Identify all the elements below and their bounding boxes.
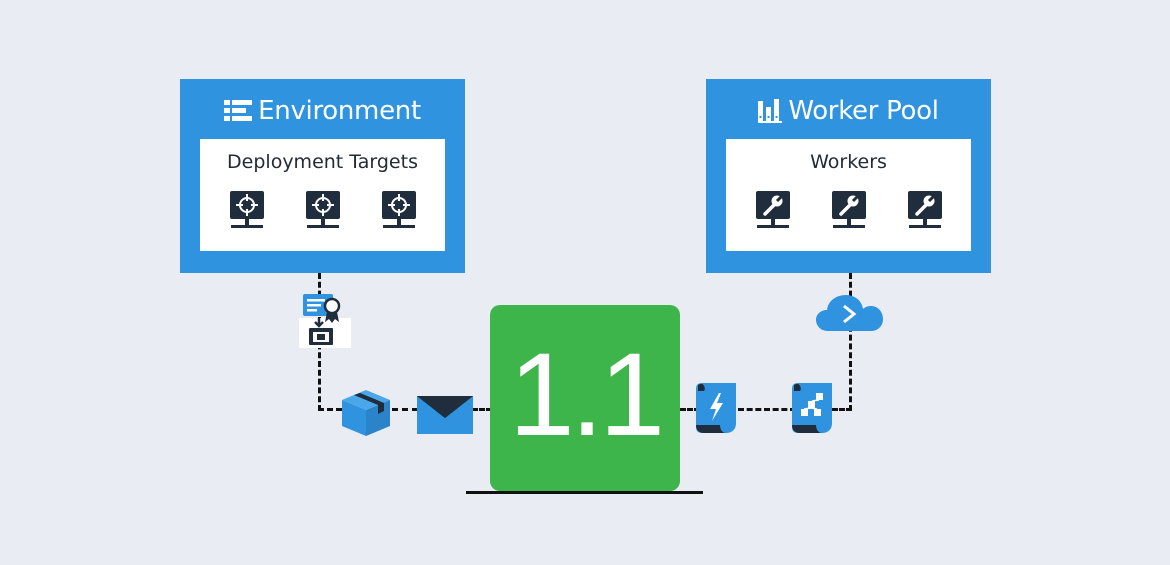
- worker-pool-header: Worker Pool: [706, 93, 991, 129]
- connector-envelope-to-release: [472, 408, 492, 411]
- connector-workerpool-down: [849, 273, 852, 411]
- cloud-terminal-icon: [816, 295, 883, 331]
- environment-title: Environment: [258, 96, 421, 126]
- connector-release-to-script: [680, 408, 700, 411]
- worker-pool-group: Worker Pool Workers: [706, 79, 991, 273]
- connector-environment-to-package: [318, 408, 342, 411]
- environment-group: Environment Deployment Targets: [180, 79, 465, 273]
- deployment-target-icon[interactable]: [229, 190, 265, 232]
- script-tree-icon: [792, 383, 832, 433]
- deployment-target-icon[interactable]: [381, 190, 417, 232]
- deployment-targets-panel: Deployment Targets: [200, 139, 445, 251]
- workers-list: [726, 190, 971, 232]
- script-lightning-icon: [696, 383, 736, 433]
- release-baseline: [466, 491, 703, 494]
- envelope-icon: [417, 396, 473, 434]
- environment-header: Environment: [180, 93, 465, 129]
- connector-script-to-script: [738, 408, 796, 411]
- worker-icon[interactable]: [907, 190, 943, 232]
- release-version-tile[interactable]: 1.1: [490, 305, 680, 491]
- release-version: 1.1: [508, 329, 665, 461]
- package-icon: [342, 390, 390, 436]
- connector-package-to-envelope: [392, 408, 418, 411]
- workers-title: Workers: [810, 151, 887, 173]
- workers-panel: Workers: [726, 139, 971, 251]
- worker-pool-icon: [758, 99, 783, 123]
- certificate-icon: [299, 294, 351, 348]
- deployment-target-icon[interactable]: [305, 190, 341, 232]
- worker-icon[interactable]: [755, 190, 791, 232]
- environment-icon: [224, 100, 253, 122]
- deployment-targets-title: Deployment Targets: [227, 151, 418, 173]
- connector-script-to-workerpool: [832, 408, 852, 411]
- worker-pool-title: Worker Pool: [788, 96, 939, 126]
- worker-icon[interactable]: [831, 190, 867, 232]
- deployment-targets-list: [200, 190, 445, 232]
